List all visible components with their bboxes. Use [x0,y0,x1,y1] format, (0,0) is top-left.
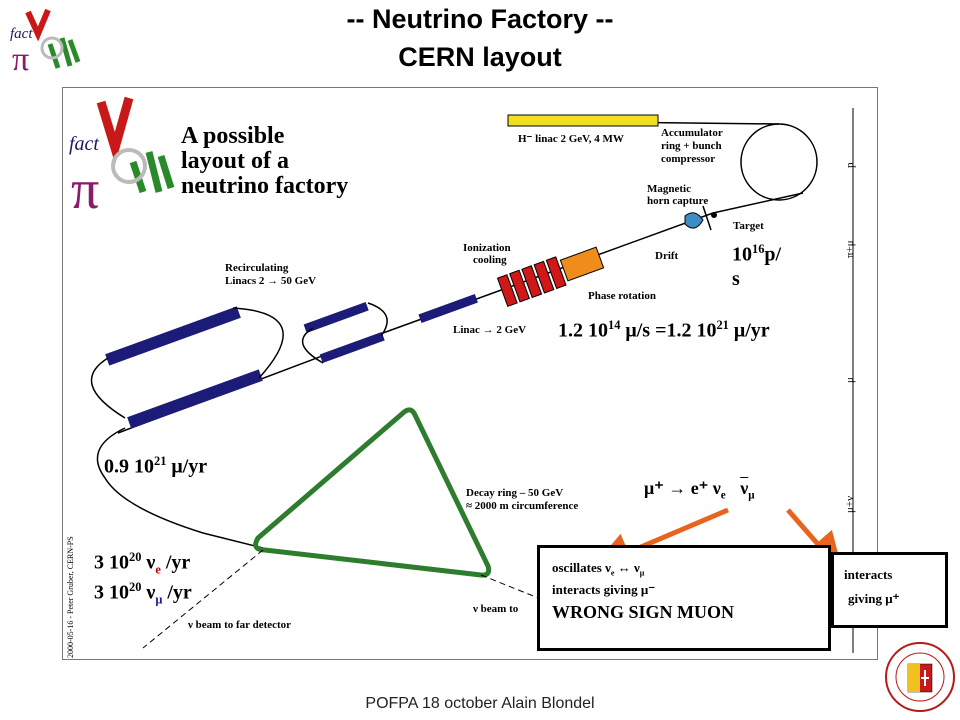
inner-fact-logo: fact π [69,96,175,221]
linac-2gev [418,293,478,323]
nu-mu-rate: 3 1020 νμ /yr [94,580,192,607]
decay-label-2: ≈ 2000 m circumference [466,500,578,512]
footer-text: POFPA 18 october Alain Blondel [365,695,595,712]
wrong-box-line2: interacts giving μ⁻ [552,581,656,597]
muon-rate-annotation: 1.2 1014 μ/s =1.2 1021 μ/yr [558,318,770,342]
target-label: Target [733,220,764,232]
pi-glyph: π [12,41,29,76]
side-p: p [844,162,856,168]
horn-target [684,205,717,231]
side-munu: μ+ν [844,496,856,513]
hminus-linac-label: H⁻ linac 2 GeV, 4 MW [518,133,624,145]
wrong-box-line1: oscillates νe ↔ νμ [552,560,645,578]
ring-rate-annotation: 0.9 1021 μ/yr [104,454,208,478]
beam-to-label: ν beam to [472,603,519,615]
wrong-sign-box: oscillates νe ↔ νμ interacts giving μ⁻ W… [537,545,831,651]
recirc-label-2: Linacs 2 → 50 GeV [225,275,316,287]
credit-label: 2000-05-16 - Peter Gruber, CERN-PS [66,536,75,658]
accumulator-ring [740,123,818,201]
decay-label-1: Decay ring – 50 GeV [466,487,563,499]
beam-far-label: ν beam to far detector [187,619,291,631]
nu-e-rate: 3 1020 νe /yr [94,550,191,577]
ionization-label-2: cooling [473,254,507,266]
slide-title-line1: -- Neutrino Factory -- [346,4,614,34]
phase-rotation-label: Phase rotation [588,290,656,302]
fact-logo-text: fact [10,26,33,42]
accumulator-label-3: compressor [661,153,715,165]
interacts-line1: interacts [844,567,893,582]
recirc-label-1: Recirculating [225,262,289,274]
drift-label: Drift [655,250,679,262]
diagram-heading-3: neutrino factory [181,173,348,199]
decay-ring [253,407,492,578]
accumulator-label-1: Accumulator [661,127,723,139]
svg-text:π: π [71,159,99,221]
beam-far-line [142,549,264,649]
decay-equation: μ⁺ → e⁺ νe νμ [644,478,755,502]
slide-title-line2: CERN layout [398,42,562,72]
interacts-box: interacts giving μ⁺ [831,552,948,628]
recirculating-linacs [90,301,388,429]
university-seal [885,642,955,712]
ionization-label-1: Ionization [463,242,511,254]
side-pimu: π+μ [844,240,856,258]
wrong-sign-muon-label: WRONG SIGN MUON [552,601,735,622]
magnetic-label-2: horn capture [647,195,708,207]
cooling-cells [496,256,567,307]
interacts-line2: giving μ⁺ [848,591,900,606]
proton-rate: 1016p/ s [732,242,782,290]
svg-text:fact: fact [69,133,99,155]
neutrino-factory-diagram: fact π A possible layout of a neutrino f… [66,96,856,658]
hminus-linac [507,114,659,127]
magnetic-label-1: Magnetic [647,183,691,195]
fact-logo: fact π [10,8,81,76]
side-mu: μ [844,377,856,383]
phase-rotation-block [559,246,605,282]
linac-2gev-label: Linac → 2 GeV [453,324,526,336]
diagram-heading-2: layout of a [181,148,289,174]
accumulator-label-2: ring + bunch [661,140,722,152]
diagram-heading-1: A possible [181,123,285,149]
